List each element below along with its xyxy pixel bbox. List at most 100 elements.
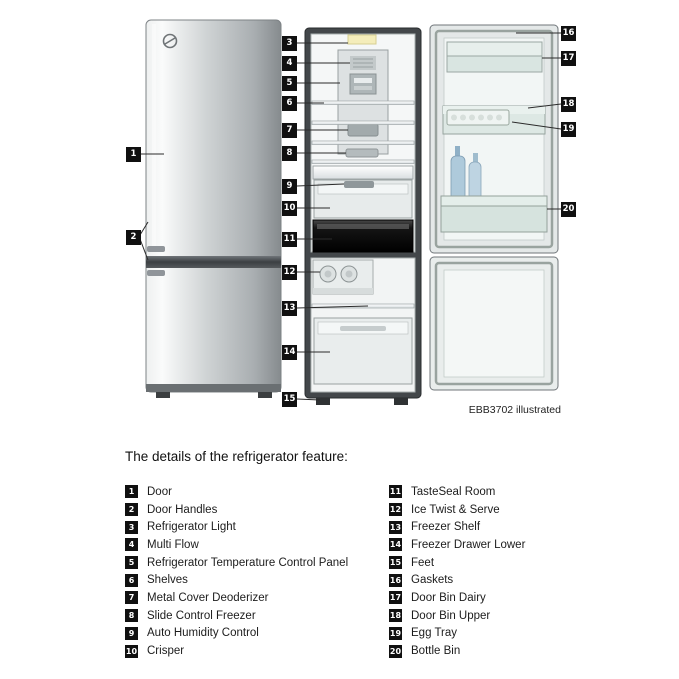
humidity-control-slider	[344, 181, 374, 188]
refrigerator-light	[347, 34, 377, 45]
auto-humidity-glass	[312, 165, 414, 180]
legend-label: Auto Humidity Control	[147, 627, 259, 640]
legend-label: Freezer Drawer Lower	[411, 538, 526, 551]
base-grille	[146, 384, 281, 392]
foot-icon	[156, 392, 170, 398]
legend-num: 6	[125, 573, 138, 587]
legend-label: Refrigerator Temperature Control Panel	[147, 556, 349, 569]
legend-label: Feet	[411, 556, 435, 569]
callout-16: 16	[561, 26, 576, 41]
callout-3: 3	[282, 36, 297, 51]
shelves	[311, 100, 415, 164]
freezer-drawer-lower	[313, 317, 413, 385]
callout-17: 17	[561, 51, 576, 66]
bottles	[450, 146, 482, 203]
legend-num: 2	[125, 503, 138, 517]
legend-label: Slide Control Freezer	[147, 609, 256, 622]
callout-lines	[139, 32, 562, 401]
legend-num: 16	[389, 573, 402, 587]
legend-item: 4 Multi Flow	[125, 536, 389, 554]
legend-item: 7 Metal Cover Deoderizer	[125, 589, 389, 607]
tasteseal-highlight	[317, 224, 409, 229]
door-bin-dairy	[446, 41, 543, 73]
callout-2: 2	[126, 230, 141, 245]
legend-num: 1	[125, 485, 138, 499]
brand-logo	[162, 33, 178, 49]
legend-label: TasteSeal Room	[411, 485, 496, 498]
legend-label: Metal Cover Deoderizer	[147, 591, 269, 604]
legend-label: Multi Flow	[147, 538, 199, 551]
callout-4: 4	[282, 56, 297, 71]
slide-control-freezer	[345, 148, 379, 158]
legend-label: Bottle Bin	[411, 645, 461, 658]
callout-9: 9	[282, 179, 297, 194]
fridge-interior-illustration	[304, 27, 422, 405]
legend-item: 14 Freezer Drawer Lower	[389, 536, 619, 554]
legend-label: Shelves	[147, 574, 188, 587]
page-title: The details of the refrigerator feature:	[125, 449, 348, 464]
legend-label: Egg Tray	[411, 627, 458, 640]
legend-num: 14	[389, 538, 402, 552]
callout-20: 20	[561, 202, 576, 217]
legend-item: 12 Ice Twist & Serve	[389, 501, 619, 519]
egg-tray	[446, 109, 510, 126]
legend-num: 9	[125, 626, 138, 640]
deodorizer-cover	[347, 123, 379, 137]
callout-10: 10	[282, 201, 297, 216]
legend-num: 8	[125, 609, 138, 623]
fridge-door-front	[145, 19, 282, 393]
door-highlight	[152, 24, 156, 252]
freezer-door-liner	[443, 269, 545, 378]
legend-num: 17	[389, 591, 402, 605]
callout-1: 1	[126, 147, 141, 162]
bottle-bin	[440, 195, 548, 233]
legend-label: Ice Twist & Serve	[411, 503, 500, 516]
legend-num: 7	[125, 591, 138, 605]
legend-item: 1 Door	[125, 483, 389, 501]
legend-label: Freezer Shelf	[411, 521, 481, 534]
callout-8: 8	[282, 146, 297, 161]
brand-logo-stroke	[164, 37, 176, 45]
legend-item: 20 Bottle Bin	[389, 642, 619, 660]
callout-18: 18	[561, 97, 576, 112]
legend-item: 10 Crisper	[125, 642, 389, 660]
door-handle-lower	[147, 270, 165, 276]
legend-item: 9 Auto Humidity Control	[125, 625, 389, 643]
callout-7: 7	[282, 123, 297, 138]
legend-num: 13	[389, 520, 402, 534]
legend-num: 20	[389, 644, 402, 658]
callout-6: 6	[282, 96, 297, 111]
fridge-closed-illustration	[145, 19, 282, 398]
legend-label: Crisper	[147, 645, 185, 658]
legend-item: 19 Egg Tray	[389, 625, 619, 643]
legend-num: 4	[125, 538, 138, 552]
bottle-icon	[450, 155, 466, 203]
legend-num: 18	[389, 609, 402, 623]
door-divider	[146, 256, 281, 268]
callout-12: 12	[282, 265, 297, 280]
door-handle-upper	[147, 246, 165, 252]
legend-item: 13 Freezer Shelf	[389, 518, 619, 536]
legend-label: Gaskets	[411, 574, 454, 587]
legend-num: 19	[389, 626, 402, 640]
callout-19: 19	[561, 122, 576, 137]
legend-num: 5	[125, 556, 138, 570]
ice-twist-serve	[312, 259, 374, 295]
fridge-door-illustration	[429, 24, 559, 391]
model-caption: EBB3702 illustrated	[468, 404, 561, 416]
gasket-fridge-door	[434, 29, 554, 249]
callout-14: 14	[282, 345, 297, 360]
legend-label: Door Handles	[147, 503, 218, 516]
legend-num: 12	[389, 503, 402, 517]
legend-label: Refrigerator Light	[147, 521, 236, 534]
legend-label: Door	[147, 485, 172, 498]
gasket-freezer-door	[434, 261, 554, 386]
legend-num: 10	[125, 644, 138, 658]
